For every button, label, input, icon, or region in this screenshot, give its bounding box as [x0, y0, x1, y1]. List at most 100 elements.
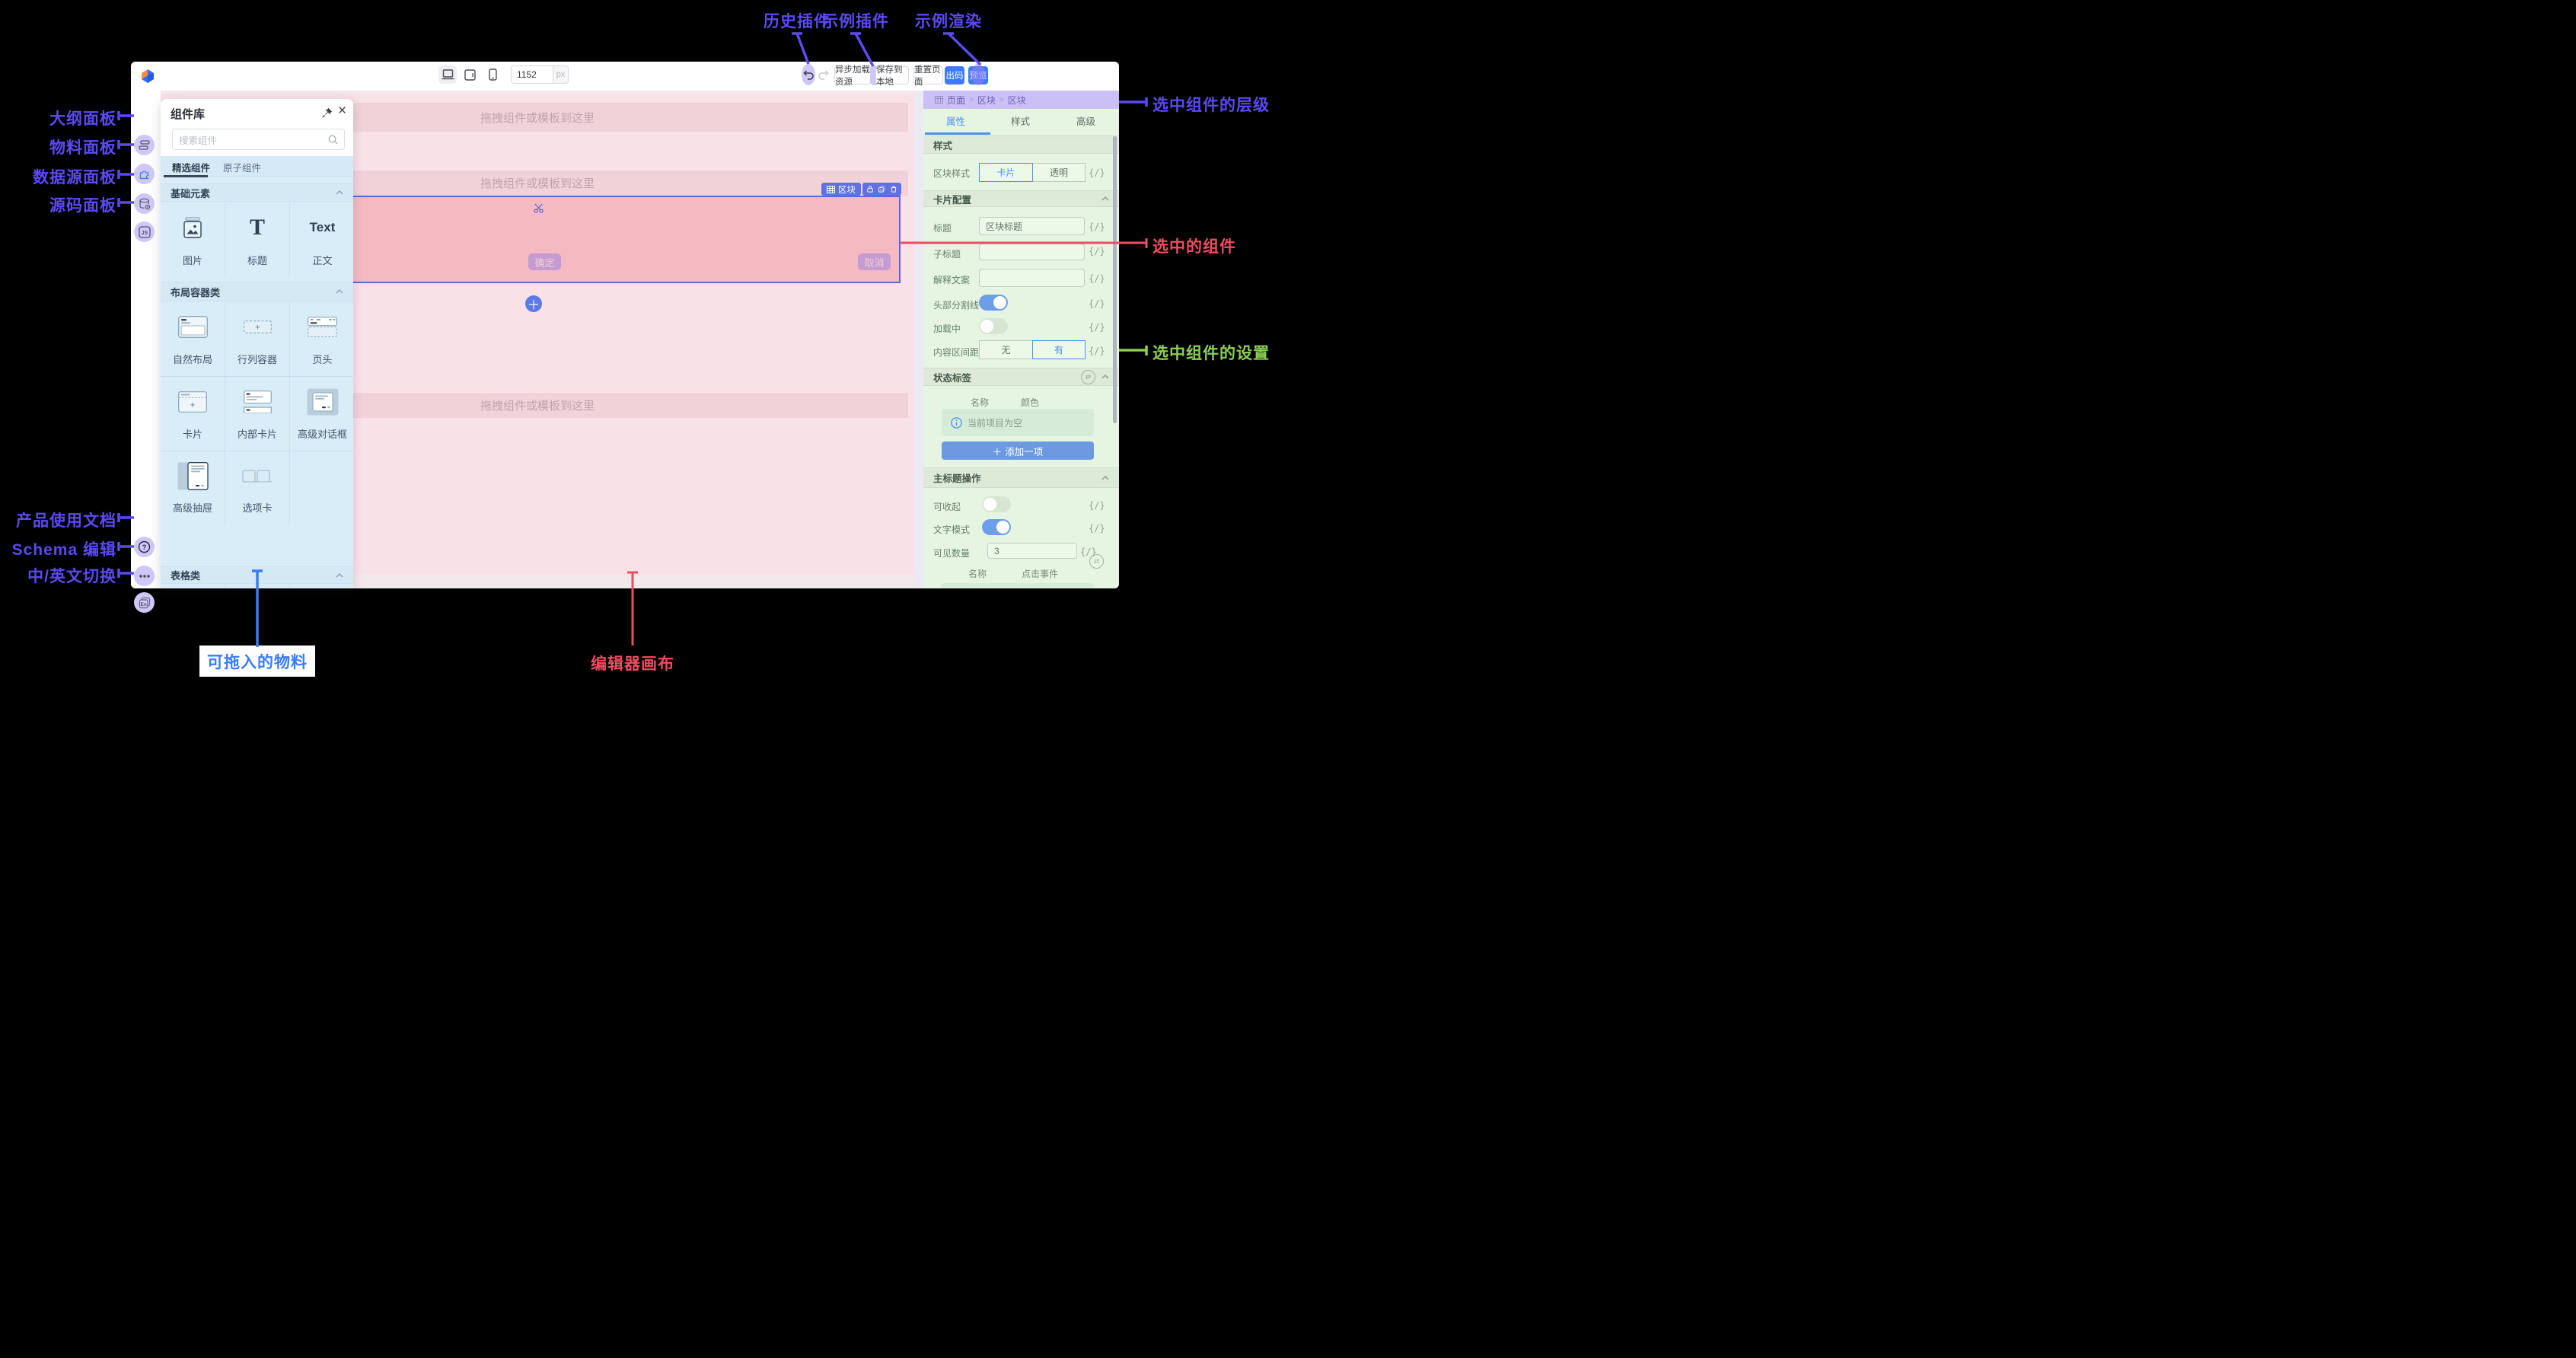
- canvas-size-input[interactable]: 1152 px: [511, 65, 569, 84]
- delete-icon[interactable]: [891, 185, 897, 193]
- code-bind-badge[interactable]: {/}: [1089, 322, 1105, 333]
- chevron-up-icon[interactable]: [1101, 475, 1109, 480]
- component-item-label: 图片: [182, 255, 202, 266]
- header-divider-toggle[interactable]: [979, 295, 1008, 311]
- datasource-panel-button[interactable]: [134, 193, 155, 214]
- language-toggle-button[interactable]: En: [134, 592, 155, 613]
- card-desc-input[interactable]: [979, 269, 1085, 287]
- async-load-button[interactable]: 异步加载资源: [834, 65, 872, 87]
- code-bind-badge[interactable]: {/}: [1089, 222, 1105, 232]
- component-item-tabs[interactable]: 选项卡: [225, 451, 289, 524]
- selected-block-chip[interactable]: 区块: [821, 183, 861, 196]
- add-component-button[interactable]: ＋: [525, 295, 542, 312]
- component-item-advanced-drawer[interactable]: 高级抽屉: [161, 451, 225, 524]
- canvas-gutter: [914, 91, 923, 588]
- component-item-card[interactable]: + 卡片: [161, 377, 225, 451]
- undo-button[interactable]: [803, 69, 815, 81]
- source-code-panel-button[interactable]: JS: [134, 222, 155, 242]
- code-bind-badge[interactable]: {/}: [1089, 246, 1105, 257]
- reset-page-button[interactable]: 重置页面: [913, 65, 943, 87]
- swap-icon[interactable]: ⇄: [1089, 554, 1104, 569]
- close-icon[interactable]: ×: [338, 103, 347, 119]
- selected-block-actions[interactable]: [862, 183, 901, 196]
- device-tablet-button[interactable]: [461, 65, 479, 84]
- component-grid: +: [161, 585, 353, 588]
- device-desktop-button[interactable]: [438, 65, 457, 84]
- tab-advanced[interactable]: 高级: [1076, 116, 1096, 127]
- tab-atomic-components[interactable]: 原子组件: [223, 162, 262, 174]
- collapsible-toggle[interactable]: [982, 496, 1011, 512]
- library-search-input[interactable]: 搜索组件: [172, 129, 345, 150]
- card-title-input[interactable]: 区块标题: [979, 217, 1085, 235]
- card-icon: +: [178, 391, 207, 413]
- tab-style[interactable]: 样式: [1011, 116, 1031, 127]
- chevron-up-icon: [336, 190, 343, 195]
- component-item-row-container[interactable]: + 行列容器: [225, 302, 289, 376]
- section-status-tags: 状态标签 ⇄: [923, 368, 1119, 386]
- component-item-inner-card[interactable]: 内部卡片: [225, 377, 289, 451]
- props-scrollbar[interactable]: [1113, 136, 1117, 423]
- materials-panel-button[interactable]: [134, 164, 155, 184]
- help-doc-button[interactable]: ?: [134, 537, 155, 557]
- code-bind-badge[interactable]: {/}: [1089, 298, 1105, 309]
- component-item-table-search[interactable]: [290, 585, 353, 588]
- visible-count-input[interactable]: 3: [987, 543, 1077, 559]
- block-style-card-option[interactable]: 卡片: [979, 163, 1033, 182]
- cancel-button[interactable]: 取消: [858, 253, 891, 270]
- pin-icon[interactable]: [322, 107, 333, 118]
- component-item-text[interactable]: Text 正文: [290, 202, 353, 277]
- component-item-page-header[interactable]: 页头: [290, 302, 353, 376]
- breadcrumb[interactable]: 页面> 区块> 区块: [923, 91, 1119, 109]
- component-item-table-form[interactable]: +: [225, 585, 289, 588]
- outline-panel-button[interactable]: [134, 135, 155, 155]
- breadcrumb-item[interactable]: 页面: [947, 94, 966, 106]
- block-style-transparent-option[interactable]: 透明: [1032, 163, 1086, 182]
- chevron-up-icon[interactable]: [1101, 196, 1109, 201]
- text-mode-toggle[interactable]: [982, 519, 1011, 535]
- codegen-button[interactable]: 出码: [945, 66, 964, 84]
- scissors-icon[interactable]: [534, 203, 544, 213]
- card-subtitle-input[interactable]: [979, 244, 1085, 260]
- component-item-empty: [290, 451, 353, 524]
- component-item-label: 标题: [247, 255, 267, 266]
- tab-attributes[interactable]: 属性: [946, 116, 966, 127]
- chevron-up-icon: [336, 572, 343, 578]
- code-bind-badge[interactable]: {/}: [1089, 167, 1105, 178]
- save-local-button[interactable]: 保存到本地: [875, 65, 909, 87]
- code-bind-badge[interactable]: {/}: [1089, 273, 1105, 284]
- field-label: 文字模式: [933, 524, 971, 535]
- active-tab-underline: [925, 132, 990, 135]
- schema-edit-button[interactable]: [134, 566, 155, 586]
- annotation-example-render: 示例渲染: [915, 13, 982, 30]
- section-tables[interactable]: 表格类: [161, 566, 353, 584]
- component-item-image[interactable]: 图片: [161, 202, 225, 277]
- swap-icon[interactable]: ⇄: [1081, 369, 1095, 384]
- breadcrumb-item[interactable]: 区块: [1007, 94, 1026, 106]
- canvas-size-value[interactable]: 1152: [517, 69, 537, 80]
- confirm-button[interactable]: 确定: [528, 253, 561, 270]
- component-item-natural-layout[interactable]: 自然布局: [161, 302, 225, 376]
- component-item-advanced-dialog[interactable]: 高级对话框: [290, 377, 353, 451]
- lock-icon[interactable]: [867, 185, 873, 193]
- component-item-title[interactable]: T 标题: [225, 202, 289, 277]
- breadcrumb-item[interactable]: 区块: [977, 94, 996, 106]
- code-bind-badge[interactable]: {/}: [1089, 523, 1105, 534]
- device-phone-button[interactable]: [483, 65, 502, 84]
- tab-featured-components[interactable]: 精选组件: [172, 162, 211, 174]
- padding-yes-option[interactable]: 有: [1032, 340, 1086, 359]
- padding-none-option[interactable]: 无: [979, 340, 1033, 359]
- advanced-drawer-icon: [177, 461, 209, 490]
- toolbar: 1152 px 异步加载资源 保存到本地 重置页面 出码 预览: [131, 62, 1119, 91]
- redo-button[interactable]: [818, 69, 829, 81]
- section-basic-elements[interactable]: 基础元素: [161, 183, 353, 202]
- add-item-button[interactable]: ＋ 添加一项: [942, 442, 1094, 460]
- component-item-table[interactable]: [161, 585, 225, 588]
- page-header-icon: [308, 316, 337, 337]
- copy-template-icon[interactable]: [878, 185, 885, 193]
- chevron-up-icon[interactable]: [1101, 375, 1109, 379]
- question-icon: ?: [138, 540, 151, 553]
- code-bind-badge[interactable]: {/}: [1089, 500, 1105, 511]
- section-layout-containers[interactable]: 布局容器类: [161, 282, 353, 301]
- code-bind-badge[interactable]: {/}: [1089, 346, 1105, 356]
- loading-toggle[interactable]: [979, 318, 1008, 334]
